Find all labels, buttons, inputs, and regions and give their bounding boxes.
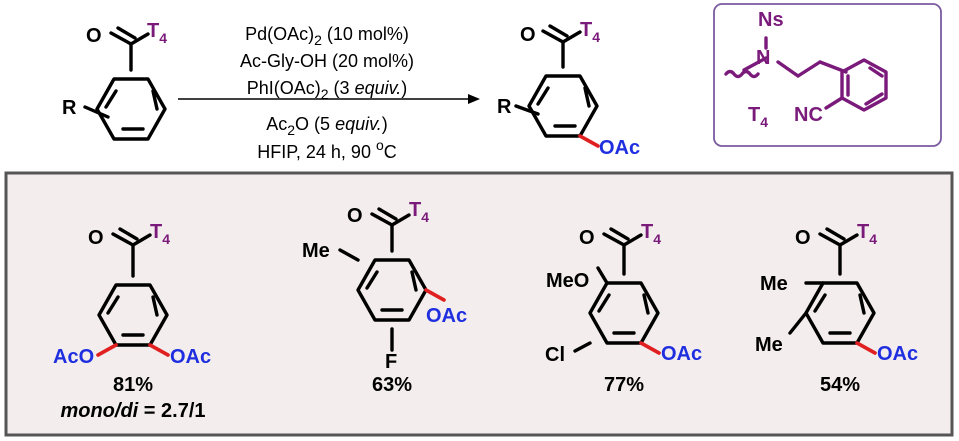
dg-n-label: N: [756, 47, 770, 69]
p4-methyl-label-1: Me: [760, 273, 788, 295]
p1-aco-label: AcO: [53, 346, 94, 368]
product-1: O T4 AcO OAc 81% mono/di = 2.7/1: [53, 221, 211, 422]
product-oac-label: OAc: [599, 137, 640, 159]
p3-yield: 77%: [604, 374, 644, 396]
p4-yield: 54%: [820, 374, 860, 396]
substrate-carbonyl-oxygen: O: [86, 25, 102, 47]
p4-oac-label: OAc: [877, 343, 918, 365]
p2-oac-label: OAc: [426, 305, 467, 327]
p3-carbonyl-oxygen: O: [579, 227, 595, 249]
p1-mono-di-ratio: mono/di = 2.7/1: [60, 400, 205, 422]
reaction-arrow: [178, 94, 480, 104]
p2-t4-label: T4: [409, 199, 429, 225]
product-4: O T4 Me Me OAc 54%: [755, 221, 918, 396]
condition-additive: Ac2O (5 equiv.): [266, 114, 388, 138]
product-t4-label: T4: [580, 19, 600, 45]
condition-oxidant: PhI(OAc)2 (3 equiv.): [247, 78, 408, 102]
p3-t4-label: T4: [641, 221, 661, 247]
condition-catalyst: Pd(OAc)2 (10 mol%): [245, 24, 409, 48]
dg-t4-label: T4: [748, 104, 768, 130]
product-r-group: R: [497, 96, 512, 118]
p1-t4-label: T4: [150, 221, 170, 247]
p2-methyl-label: Me: [302, 240, 330, 262]
p1-yield: 81%: [113, 374, 153, 396]
product-molecule: O T4 R OAc: [497, 19, 640, 159]
p3-oac-label: OAc: [661, 343, 702, 365]
substrate-r-group: R: [62, 97, 77, 119]
scope-panel: [4, 171, 954, 437]
dg-nitrile-label: NC: [794, 104, 823, 126]
reaction-conditions: Pd(OAc)2 (10 mol%) Ac-Gly-OH (20 mol%) P…: [240, 24, 414, 162]
p4-methyl-label-2: Me: [755, 334, 783, 356]
p2-yield: 63%: [372, 374, 412, 396]
product-carbonyl-oxygen: O: [520, 24, 536, 46]
dg-ns-label: Ns: [758, 9, 784, 31]
p2-carbonyl-oxygen: O: [347, 205, 363, 227]
directing-group-box: Ns N T4 NC: [713, 3, 942, 147]
p3-chloro-label: Cl: [545, 344, 565, 366]
condition-solvent-time-temp: HFIP, 24 h, 90 oC: [257, 137, 397, 162]
p3-methoxy-label: MeO: [546, 270, 589, 292]
product-2: O T4 Me OAc F 63%: [302, 199, 467, 396]
p2-fluoro-label: F: [385, 351, 397, 373]
p4-carbonyl-oxygen: O: [795, 227, 811, 249]
p1-oac-label: OAc: [170, 346, 211, 368]
p1-carbonyl-oxygen: O: [88, 227, 104, 249]
substrate-t4-label: T4: [147, 20, 167, 46]
p4-t4-label: T4: [857, 221, 877, 247]
product-3: O T4 MeO Cl OAc 77%: [545, 221, 702, 396]
condition-ligand: Ac-Gly-OH (20 mol%): [240, 51, 414, 71]
substrate-molecule: O T4 R: [62, 20, 167, 141]
